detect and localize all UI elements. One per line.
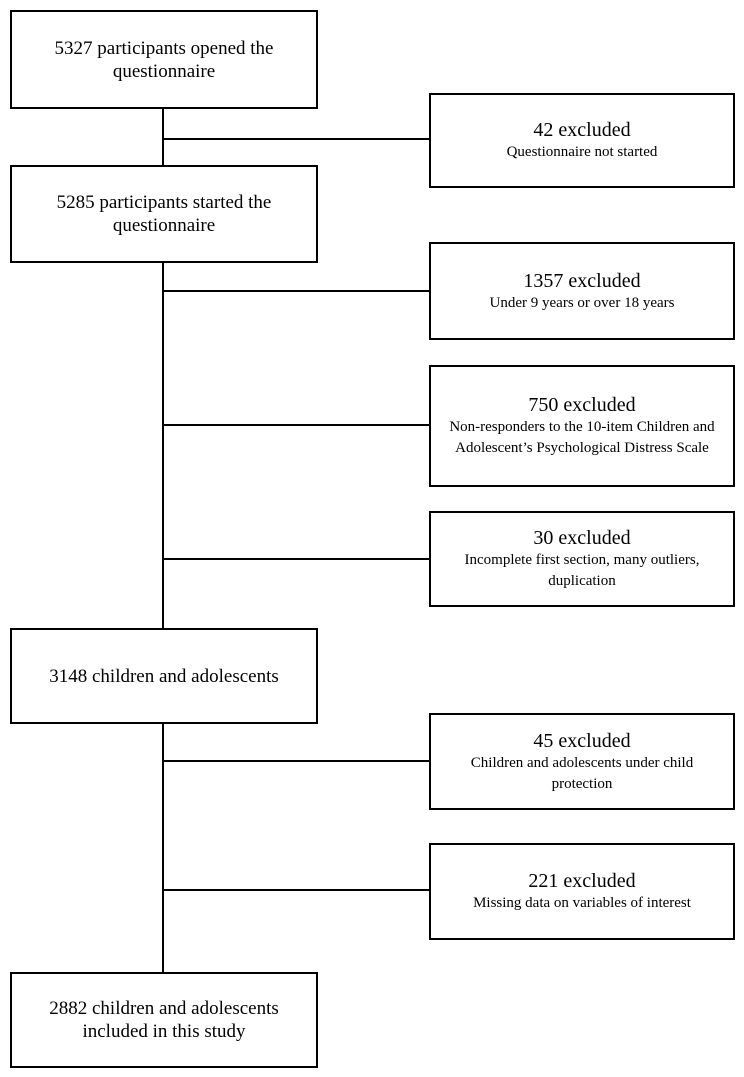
exclusion-detail-line: Children and adolescents under child <box>470 754 694 771</box>
connector-branch-221 <box>163 889 429 891</box>
flow-box-line: questionnaire <box>112 215 216 236</box>
connector-trunk-3 <box>162 724 164 972</box>
flow-box-opened: 5327 participants opened the questionnai… <box>10 10 318 109</box>
exclusion-detail-line: Questionnaire not started <box>506 144 658 160</box>
connector-branch-30 <box>163 558 429 560</box>
connector-trunk-2 <box>162 263 164 628</box>
exclusion-headline: 1357 excluded <box>523 269 641 292</box>
connector-branch-45 <box>163 760 429 762</box>
exclusion-detail-line: Non-responders to the 10-item Children a… <box>449 419 715 435</box>
flow-box-line: included in this study <box>82 1021 246 1042</box>
flow-box-line: 3148 children and adolescents <box>49 665 279 687</box>
exclusion-box-non-responders: 750 excluded Non-responders to the 10-it… <box>429 365 735 487</box>
exclusion-box-child-protection: 45 excluded Children and adolescents und… <box>429 713 735 810</box>
exclusion-headline: 42 excluded <box>533 119 631 141</box>
flow-box-started: 5285 participants started the questionna… <box>10 165 318 263</box>
exclusion-box-incomplete: 30 excluded Incomplete first section, ma… <box>429 511 735 607</box>
exclusion-detail-line: protection <box>551 775 613 792</box>
flow-box-line: questionnaire <box>112 60 216 82</box>
exclusion-headline: 221 excluded <box>528 870 636 892</box>
flow-box-line: 5285 participants started the <box>56 192 272 213</box>
exclusion-detail-line: Missing data on variables of interest <box>473 895 691 911</box>
exclusion-detail-line: Under 9 years or over 18 years <box>489 294 675 311</box>
exclusion-detail-line: Incomplete first section, many outliers, <box>464 552 700 568</box>
connector-trunk-1 <box>162 109 164 165</box>
flow-box-sample: 3148 children and adolescents <box>10 628 318 724</box>
exclusion-box-missing-data: 221 excluded Missing data on variables o… <box>429 843 735 940</box>
flow-box-included: 2882 children and adolescents included i… <box>10 972 318 1068</box>
exclusion-box-age: 1357 excluded Under 9 years or over 18 y… <box>429 242 735 340</box>
connector-branch-750 <box>163 424 429 426</box>
flow-box-line: 5327 participants opened the <box>54 37 274 59</box>
exclusion-box-not-started: 42 excluded Questionnaire not started <box>429 93 735 188</box>
exclusion-detail-line: Adolescent’s Psychological Distress Scal… <box>455 440 709 456</box>
exclusion-headline: 750 excluded <box>528 394 636 416</box>
connector-branch-1357 <box>163 290 429 292</box>
flow-box-line: 2882 children and adolescents <box>49 998 279 1019</box>
exclusion-detail-line: duplication <box>548 573 616 589</box>
exclusion-headline: 45 excluded <box>533 729 631 752</box>
exclusion-headline: 30 excluded <box>533 527 631 549</box>
connector-branch-42 <box>163 138 429 140</box>
